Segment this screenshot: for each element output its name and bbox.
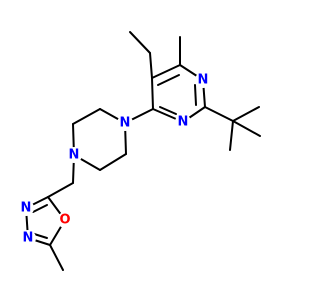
pyrimidine-n3-label: N bbox=[178, 115, 189, 130]
piperazine-n1-label: N bbox=[120, 116, 131, 131]
piperazine-n4-label: N bbox=[69, 148, 80, 163]
bond-c5-c6-inner bbox=[157, 74, 180, 86]
bond-c5ox-methyl bbox=[49, 244, 64, 271]
bond-ch2-c2ox bbox=[47, 182, 74, 198]
bond-ethyl-ch2 bbox=[149, 52, 153, 79]
oxadiazole-n3-label: N bbox=[21, 201, 32, 216]
atom-labels: N N N N O N N bbox=[18, 72, 211, 246]
bond-n3-c4-inner bbox=[159, 106, 177, 115]
pyrimidine-n1-label: N bbox=[198, 73, 209, 88]
oxadiazole-o-label: O bbox=[59, 213, 70, 228]
molecule-svg: N N N N O N N bbox=[0, 0, 300, 300]
bond-n3-c2ox-inner bbox=[32, 204, 48, 213]
canvas-background bbox=[0, 0, 300, 300]
atom-piperazine-n4: N bbox=[66, 147, 82, 163]
oxadiazole-n4-label: N bbox=[23, 231, 34, 246]
bond-cquat-me2 bbox=[232, 120, 261, 137]
bond-n1-c2-inner bbox=[194, 84, 197, 106]
bond-ethyl-ch3 bbox=[129, 31, 151, 54]
bond-cquat-me3 bbox=[229, 120, 234, 151]
atom-oxadiazole-n4: N bbox=[20, 230, 36, 246]
atom-piperazine-n1: N bbox=[117, 115, 133, 131]
bond-c4-c5 bbox=[151, 77, 154, 110]
bond-pip-2 bbox=[72, 108, 101, 125]
molecule-structure-diagram: N N N N O N N bbox=[0, 0, 300, 300]
atom-oxadiazole-o: O bbox=[57, 212, 73, 228]
bond-c2-cquat bbox=[204, 106, 234, 122]
bond-cquat-me1 bbox=[232, 106, 260, 122]
bond-c5-c6 bbox=[151, 64, 181, 79]
atom-oxadiazole-n3: N bbox=[18, 200, 34, 216]
atom-pyrimidine-n3: N bbox=[175, 114, 191, 130]
bond-pip-5 bbox=[99, 153, 127, 171]
atom-pyrimidine-n1: N bbox=[195, 72, 211, 88]
